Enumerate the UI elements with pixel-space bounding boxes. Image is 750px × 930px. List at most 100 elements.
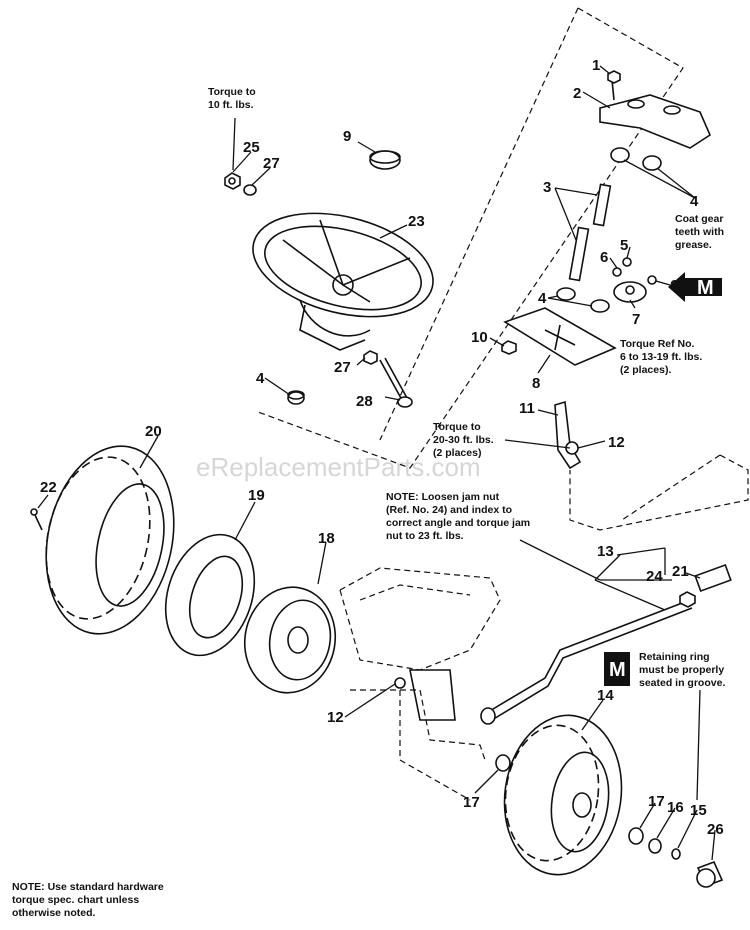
callout-12-bottom: 12 [327,709,344,726]
m-badge-top: M [668,272,722,302]
bushings-4-top [610,147,662,171]
bushings-4-mid [556,287,610,313]
nut-27-bottom [363,350,378,365]
svg-text:torque spec. chart unless: torque spec. chart unless [12,894,139,906]
callout-6-right: 6 [670,277,678,294]
tire-14 [503,714,623,876]
arm-11 [554,400,582,470]
callout-23: 23 [408,213,425,230]
bolt-28 [379,357,413,408]
bushing-17-right [628,827,644,845]
svg-text:must be properly: must be properly [639,664,724,676]
callout-11: 11 [519,400,535,417]
callout-15: 15 [690,802,707,819]
callout-12-top: 12 [608,434,625,451]
callout-25: 25 [243,139,260,156]
svg-text:Coat gear: Coat gear [675,213,723,225]
svg-text:(2 places): (2 places) [433,447,481,459]
svg-text:(Ref. No. 24) and index to: (Ref. No. 24) and index to [386,504,512,516]
bolt-1 [607,70,621,101]
note-coat-gear: Coat gear teeth with grease. [675,213,724,251]
nut-10 [501,340,517,355]
leader-lines [37,65,716,861]
bracket-2 [599,94,712,149]
tire-20 [45,445,175,635]
svg-text:seated in groove.: seated in groove. [639,677,725,689]
svg-text:NOTE: Use standard hardware: NOTE: Use standard hardware [12,881,164,893]
m-badge-mid: M [604,652,630,686]
svg-text:NOTE: Loosen jam nut: NOTE: Loosen jam nut [386,491,500,503]
callout-27-top: 27 [263,155,280,172]
svg-text:Torque to: Torque to [433,421,481,433]
svg-text:10 ft. lbs.: 10 ft. lbs. [208,99,254,111]
svg-text:correct angle and torque jam: correct angle and torque jam [386,517,530,529]
callout-17-right: 17 [648,793,665,810]
callout-14: 14 [597,687,614,704]
callout-1: 1 [592,57,600,74]
ring-15 [671,848,681,860]
callout-10: 10 [471,329,488,346]
callout-4-top: 4 [690,193,699,210]
callout-19: 19 [248,487,265,504]
svg-text:6 to 13-19 ft. lbs.: 6 to 13-19 ft. lbs. [620,351,702,363]
svg-text:grease.: grease. [675,239,712,251]
rim-18 [243,586,337,694]
plate-8 [503,307,617,366]
callout-7: 7 [632,311,640,328]
nut-25 [224,172,241,190]
callout-17-left: 17 [463,794,480,811]
callout-21: 21 [672,563,689,580]
stem-22 [30,508,43,531]
svg-text:M: M [609,659,626,681]
note-torque-6: Torque Ref No. 6 to 13-19 ft. lbs. (2 pl… [620,338,702,376]
callout-5: 5 [620,237,628,254]
callout-24: 24 [646,568,663,585]
watermark: eReplacementParts.com [196,452,481,482]
svg-text:teeth with: teeth with [675,226,724,238]
tie-rod [480,599,693,725]
callout-22: 22 [40,479,57,496]
tube-19 [164,533,256,657]
callout-4-left: 4 [256,370,265,387]
callout-8: 8 [532,375,540,392]
washer-27-top [243,184,257,196]
axle-frame [339,567,501,761]
callout-4-mid: 4 [538,290,547,307]
svg-text:Retaining ring: Retaining ring [639,651,710,663]
callout-9: 9 [343,128,351,145]
jam-nut-24 [679,591,696,608]
wheel-cap [369,150,401,170]
steering-wheel [252,212,434,351]
svg-text:Torque to: Torque to [208,86,256,98]
callout-16: 16 [667,799,684,816]
note-torque-12: Torque to 20-30 ft. lbs. (2 places) [433,421,494,459]
note-jam-nut: NOTE: Loosen jam nut (Ref. No. 24) and i… [386,491,530,542]
callout-20: 20 [145,423,162,440]
svg-text:20-30 ft. lbs.: 20-30 ft. lbs. [433,434,494,446]
callout-3: 3 [543,179,551,196]
svg-text:otherwise noted.: otherwise noted. [12,907,96,919]
note-torque-25: Torque to 10 ft. lbs. [208,86,256,111]
svg-text:Torque Ref No.: Torque Ref No. [620,338,695,350]
svg-text:nut to 23 ft. lbs.: nut to 23 ft. lbs. [386,530,464,542]
bushing-4-left [287,390,305,405]
shafts-3 [568,183,612,282]
svg-text:M: M [697,277,714,299]
svg-text:(2 places).: (2 places). [620,364,671,376]
callout-13: 13 [597,543,614,560]
note-retaining-ring: Retaining ring must be properly seated i… [639,651,725,689]
end-21 [694,563,732,593]
callout-26: 26 [707,821,724,838]
note-standard-hardware: NOTE: Use standard hardware torque spec.… [12,881,164,919]
bushing-17-left [495,754,511,772]
callout-28: 28 [356,393,373,410]
dashed-assembly-lines [257,7,749,801]
washer-16 [648,838,662,854]
callout-27-bottom: 27 [334,359,351,376]
callout-6-left: 6 [600,249,608,266]
callout-18: 18 [318,530,335,547]
cap-26 [696,860,724,888]
small-nuts-5-6 [612,257,657,285]
